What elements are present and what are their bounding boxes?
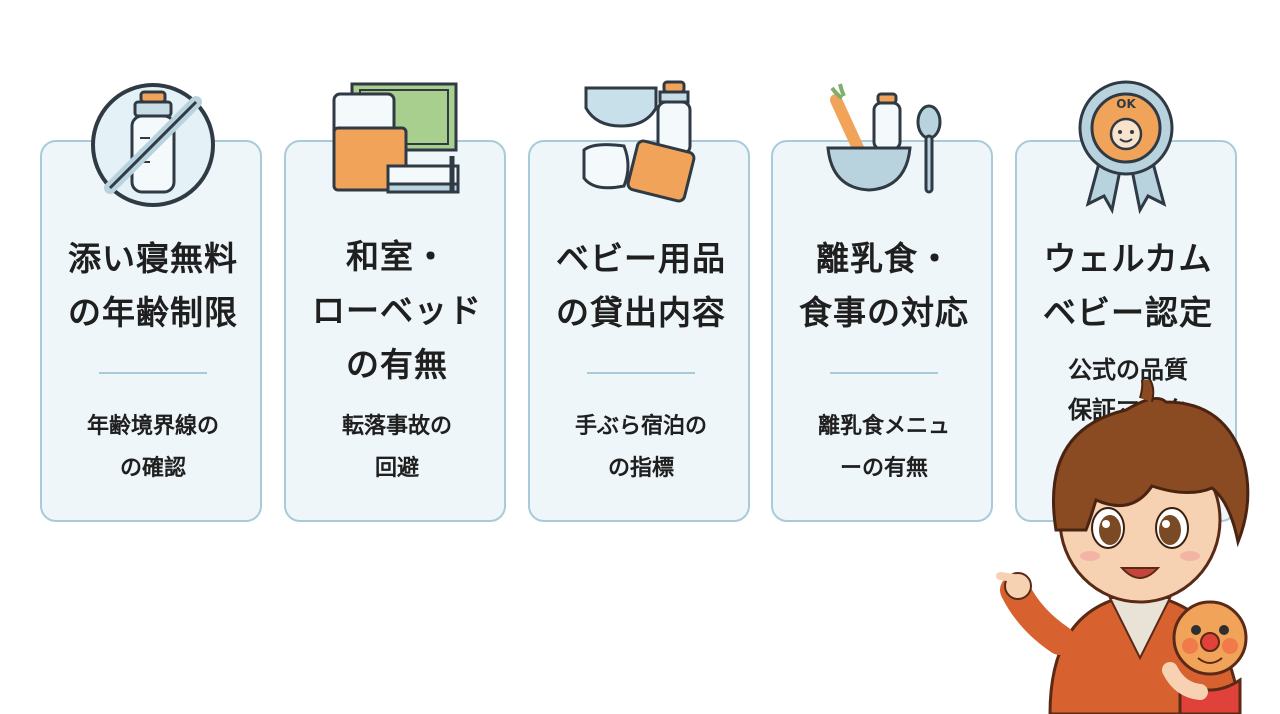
futon-low-bed-icon bbox=[332, 82, 460, 194]
card-subtitle: 転落事故の 回避 bbox=[286, 406, 508, 490]
baby-food-icon bbox=[826, 83, 942, 194]
card-sub-line: 公式の品質 bbox=[1068, 356, 1188, 384]
mascot-character-illustration bbox=[996, 380, 1250, 714]
card-title-line: 食事の対応 bbox=[799, 293, 969, 332]
divider bbox=[587, 372, 695, 374]
card-sub-line: の指標 bbox=[607, 456, 674, 481]
card-title-line: ウェルカム bbox=[1043, 239, 1213, 278]
card-title: 離乳食・ 食事の対応 bbox=[773, 232, 995, 340]
card-baby-goods-rental: ベビー用品 の貸出内容 手ぶら宿泊の の指標 bbox=[528, 140, 750, 522]
card-title: ウェルカム ベビー認定 bbox=[1017, 232, 1239, 340]
card-title-line: 離乳食・ bbox=[816, 239, 952, 278]
card-sub-line: 手ぶら宿泊の bbox=[574, 414, 707, 439]
card-subtitle: 年齢境界線の の確認 bbox=[42, 406, 264, 490]
baby-goods-icon bbox=[582, 80, 696, 203]
divider bbox=[830, 372, 938, 374]
card-sub-line: 年齢境界線の bbox=[86, 414, 219, 439]
card-subtitle: 離乳食メニュ ーの有無 bbox=[773, 406, 995, 490]
card-title: 和室・ ローベッド の有無 bbox=[286, 230, 508, 392]
card-baby-food: 離乳食・ 食事の対応 離乳食メニュ ーの有無 bbox=[771, 140, 993, 522]
card-sub-line: 転落事故の bbox=[341, 414, 452, 439]
card-sub-line: 回避 bbox=[374, 456, 419, 481]
no-baby-bottle-icon bbox=[91, 83, 215, 207]
card-title: ベビー用品 の貸出内容 bbox=[530, 232, 752, 340]
card-title-line: ベビー用品 bbox=[556, 239, 726, 278]
card-japanese-room-lowbed: 和室・ ローベッド の有無 転落事故の 回避 bbox=[284, 140, 506, 522]
card-sub-line: の確認 bbox=[119, 456, 186, 481]
card-title-line: の有無 bbox=[346, 345, 448, 384]
card-title-line: 和室・ bbox=[346, 237, 448, 276]
card-sub-line: 離乳食メニュ bbox=[817, 414, 950, 439]
badge-ok-text: OK bbox=[1116, 97, 1136, 111]
card-sub-line: ーの有無 bbox=[839, 456, 928, 481]
card-subtitle: 手ぶら宿泊の の指標 bbox=[530, 406, 752, 490]
card-title-line: の貸出内容 bbox=[556, 293, 726, 332]
ok-badge-icon: OK bbox=[1078, 80, 1174, 214]
card-title-line: 添い寝無料 bbox=[68, 239, 238, 278]
card-title: 添い寝無料 の年齢制限 bbox=[42, 232, 264, 340]
divider bbox=[99, 372, 207, 374]
card-title-line: ベビー認定 bbox=[1043, 293, 1213, 332]
card-title-line: ローベッド bbox=[312, 291, 482, 330]
card-title-line: の年齢制限 bbox=[68, 293, 238, 332]
